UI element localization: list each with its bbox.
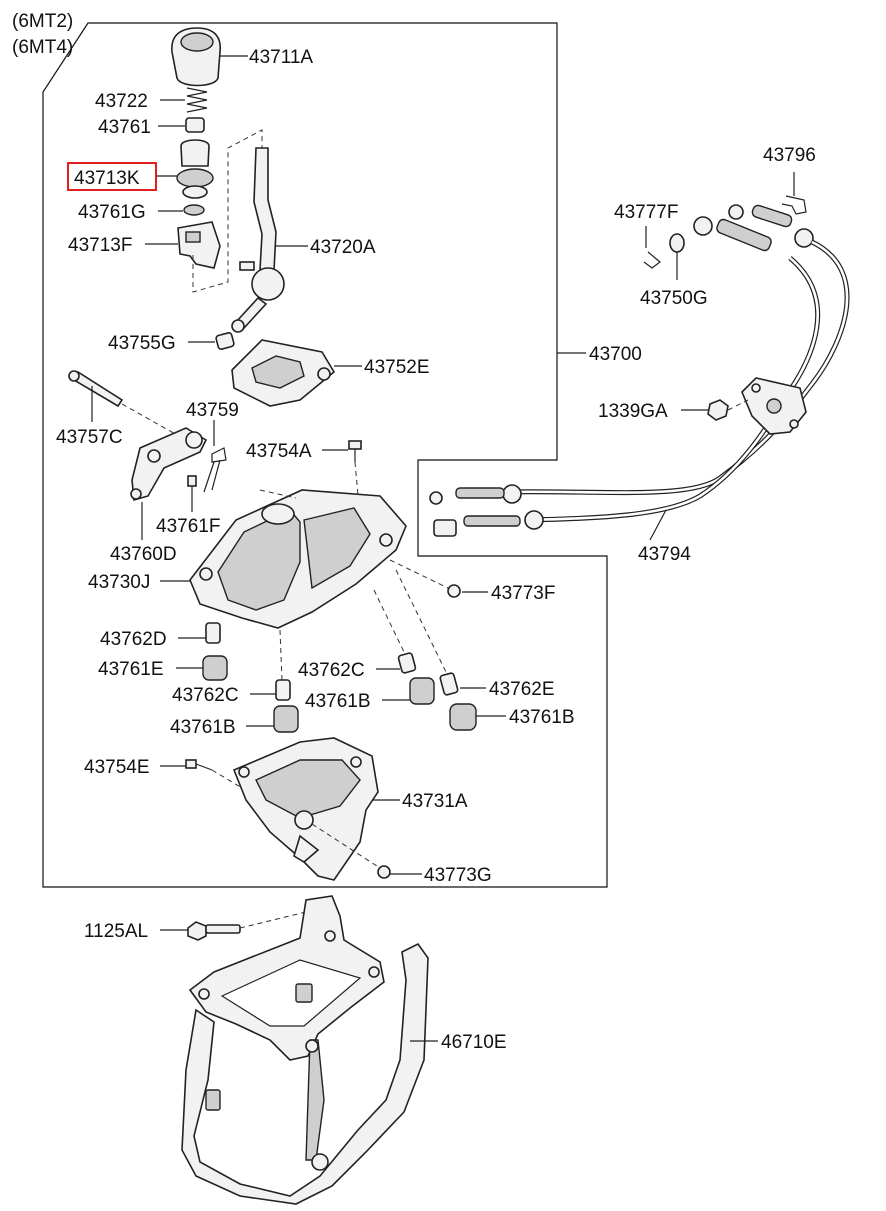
label-43711a[interactable]: 43711A [249, 47, 313, 68]
label-43730j[interactable]: 43730J [88, 572, 150, 593]
grommet-43761e[interactable] [202, 655, 228, 681]
shift-knob-43711a[interactable] [171, 27, 221, 87]
label-43762c-right[interactable]: 43762C [298, 660, 365, 681]
label-43759[interactable]: 43759 [186, 400, 239, 421]
boot-43713k[interactable] [176, 139, 214, 199]
label-43762e[interactable]: 43762E [489, 679, 555, 700]
label-43761e[interactable]: 43761E [98, 659, 164, 680]
label-46710e[interactable]: 46710E [441, 1032, 507, 1053]
label-43713k[interactable]: 43713K [74, 168, 140, 189]
bushing-43755g[interactable] [215, 332, 235, 350]
bolt-1125al[interactable] [187, 921, 241, 941]
bushing-43762e[interactable] [439, 672, 459, 696]
shift-lever-43720a[interactable] [231, 147, 285, 333]
label-43761g[interactable]: 43761G [78, 202, 146, 223]
guide-line-left-mount [279, 629, 283, 681]
assembly-frame-43700 [42, 22, 608, 888]
guide-line-1125al [239, 911, 307, 929]
leader-43794 [649, 509, 667, 541]
guide-line-pin [121, 403, 187, 441]
bushing-43762d[interactable] [205, 622, 221, 644]
washer-43750g[interactable] [669, 233, 685, 253]
guide-line-43762c [373, 589, 405, 653]
label-43761[interactable]: 43761 [98, 117, 151, 138]
cable-bracket[interactable] [741, 377, 807, 435]
guide-line-43773g [311, 823, 381, 869]
label-43722[interactable]: 43722 [95, 91, 148, 112]
label-1125al[interactable]: 1125AL [84, 921, 148, 942]
bolt-43754a[interactable] [348, 440, 362, 462]
nut-1339ga[interactable] [707, 399, 729, 421]
variant-6mt4: (6MT4) [12, 37, 73, 58]
lower-housing-43731a[interactable] [232, 737, 379, 881]
highlight-box-43713k [67, 162, 157, 191]
label-43713f[interactable]: 43713F [68, 235, 132, 256]
label-43750g[interactable]: 43750G [640, 288, 708, 309]
label-43755g[interactable]: 43755G [108, 333, 176, 354]
label-43796[interactable]: 43796 [763, 145, 816, 166]
label-43754a[interactable]: 43754A [246, 441, 312, 462]
label-1339ga[interactable]: 1339GA [598, 401, 668, 422]
label-43773g[interactable]: 43773G [424, 865, 492, 886]
label-43777f[interactable]: 43777F [614, 202, 678, 223]
label-43773f[interactable]: 43773F [491, 583, 555, 604]
label-43731a[interactable]: 43731A [402, 791, 468, 812]
grommet-43761b-left[interactable] [273, 705, 299, 733]
label-43754e[interactable]: 43754E [84, 757, 150, 778]
holder-43713f[interactable] [177, 221, 221, 269]
bushing-43761f[interactable] [187, 475, 197, 487]
label-43757c[interactable]: 43757C [56, 427, 123, 448]
label-43720a[interactable]: 43720A [310, 237, 376, 258]
spring-43722[interactable] [186, 87, 208, 113]
nut-43773g[interactable] [377, 865, 391, 879]
clip-43796[interactable] [781, 195, 807, 215]
mounting-bracket-46710e[interactable] [181, 895, 429, 1205]
guide-line-housing [259, 489, 297, 499]
label-43761b-right[interactable]: 43761B [509, 707, 575, 728]
washer-43761g[interactable] [183, 204, 205, 216]
variant-6mt2: (6MT2) [12, 11, 73, 32]
grommet-43761b-mid[interactable] [409, 677, 435, 705]
label-43700[interactable]: 43700 [589, 344, 642, 365]
pin-43757c[interactable] [68, 370, 124, 408]
guide-lines-lever [192, 129, 263, 293]
spring-clip-43759[interactable] [203, 447, 227, 493]
clip-43777f[interactable] [643, 251, 661, 269]
guide-block-43752e[interactable] [231, 339, 336, 407]
label-43752e[interactable]: 43752E [364, 357, 430, 378]
label-43761f[interactable]: 43761F [156, 516, 220, 537]
cable-end-upper[interactable] [693, 204, 814, 252]
washer-43773f[interactable] [447, 584, 461, 598]
cable-assembly-43794[interactable] [429, 239, 850, 537]
guide-line-43773f [389, 559, 449, 589]
bolt-43754e[interactable] [185, 759, 213, 771]
label-43761b-left[interactable]: 43761B [170, 717, 236, 738]
label-43762c-left[interactable]: 43762C [172, 685, 239, 706]
bushing-43762c-left[interactable] [275, 679, 291, 701]
bushing-43761[interactable] [185, 117, 205, 133]
guide-line-1339ga [727, 399, 749, 411]
label-43762d[interactable]: 43762D [100, 629, 167, 650]
grommet-43761b-right[interactable] [449, 703, 477, 731]
label-43760d[interactable]: 43760D [110, 544, 177, 565]
housing-43730j[interactable] [189, 489, 407, 629]
guide-line-43762e [395, 569, 447, 673]
lever-43760d[interactable] [130, 427, 208, 502]
bushing-43762c-right[interactable] [397, 652, 417, 674]
label-43761b-mid[interactable]: 43761B [305, 691, 371, 712]
label-43794[interactable]: 43794 [638, 544, 691, 565]
